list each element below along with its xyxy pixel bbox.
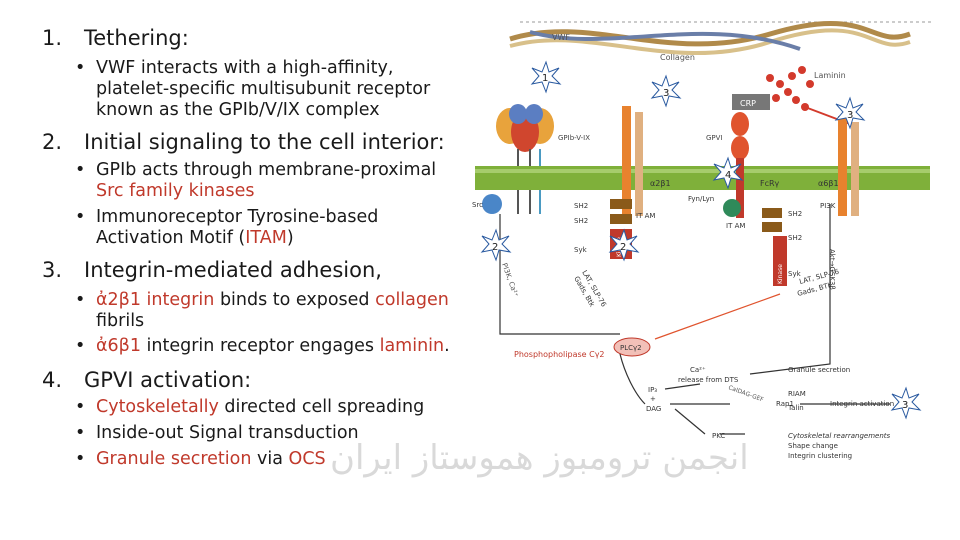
crp-label: CRP [740, 99, 756, 108]
svg-text:DAG: DAG [646, 405, 661, 413]
vwf-label: VWF [552, 33, 570, 42]
gpib-label: GPIb-V-IX [558, 134, 590, 142]
akt-label: Akt→GSK3β [828, 249, 836, 290]
a2b1-integrin [622, 106, 643, 216]
svg-text:SH2: SH2 [788, 210, 802, 218]
syk-right-label: Syk [788, 270, 802, 278]
svg-text:CalDAG-GEF: CalDAG-GEF [727, 384, 765, 403]
svg-text:4: 4 [725, 170, 731, 181]
fynlyn-label: Fyn/Lyn [688, 195, 714, 203]
svg-text:Ca²⁺: Ca²⁺ [690, 366, 706, 374]
collagen-fiber [509, 28, 911, 55]
svg-text:3: 3 [902, 400, 908, 411]
marker-star-6: 2 [608, 228, 640, 262]
gpvi-receptor [731, 112, 749, 218]
itam-right [762, 208, 787, 286]
section-2-heading: 2.Initial signaling to the cell interior… [42, 130, 445, 154]
plc-node [613, 337, 651, 357]
marker-star-5: 2 [480, 228, 512, 262]
laminin-label: Laminin [814, 71, 846, 80]
phospholipase-label: Phosphopholipase Cγ2 [514, 350, 605, 359]
vwf-fiber [529, 30, 801, 51]
svg-text:Cytoskeletal rearrangements: Cytoskeletal rearrangements [788, 432, 891, 440]
pi3k-label: PI3K [820, 202, 836, 210]
marker-star-4: 4 [712, 156, 744, 190]
marker-star-1: 1 [530, 60, 562, 94]
section-4-heading: 4.GPVI activation: [42, 368, 252, 392]
svg-text:1: 1 [542, 73, 548, 84]
itam-left-label: IT AM [636, 212, 655, 220]
svg-text:SH2: SH2 [574, 217, 588, 225]
a6b1-label: α6β1 [818, 179, 839, 188]
slide-text: 1.Tethering: • VWF interacts with a high… [42, 26, 450, 469]
signal-arrows [499, 204, 890, 435]
svg-text:3: 3 [847, 110, 853, 121]
watermark: انجمن ترومبوز هموستاز ایران [330, 438, 749, 478]
a2b1-label: α2β1 [650, 179, 671, 188]
marker-star-3: 3 [834, 96, 866, 130]
fynlyn-kinase [723, 199, 741, 217]
svg-text:2: 2 [620, 242, 626, 253]
platelet-signaling-diagram: VWF Collagen Laminin CRP GPIb-V-IX α2β1 … [472, 21, 932, 460]
release-label: release from DTS [678, 376, 739, 384]
svg-text:Rap1: Rap1 [776, 400, 794, 408]
src-kinase [482, 194, 502, 214]
svg-text:3: 3 [663, 88, 669, 99]
svg-text:Talin: Talin [787, 404, 804, 412]
section-3-heading: 3.Integrin-mediated adhesion, [42, 258, 382, 282]
svg-text:Kinase: Kinase [777, 264, 784, 284]
a6b1-integrin [838, 116, 859, 216]
svg-text:+: + [650, 395, 656, 403]
svg-text:PLCγ2: PLCγ2 [620, 344, 642, 352]
gpvi-label: GPVI [706, 134, 723, 142]
svg-text:IP₃: IP₃ [648, 386, 657, 394]
gpib-complex [496, 104, 554, 214]
crp-box [732, 94, 770, 110]
svg-text:SH2: SH2 [788, 234, 802, 242]
collagen-fiber [509, 21, 911, 47]
svg-text:2: 2 [492, 242, 498, 253]
svg-text:RIAM: RIAM [788, 390, 806, 398]
section-1-heading: 1.Tethering: [42, 26, 189, 50]
syk-left-label: Syk [574, 246, 588, 254]
svg-text:SH2: SH2 [574, 202, 588, 210]
integrin-activation-label: Integrin activation [830, 400, 894, 408]
svg-text:PI3K, Ca²⁺: PI3K, Ca²⁺ [500, 262, 520, 298]
marker-star-7: 3 [890, 386, 922, 420]
fcrg-label: FcRγ [760, 179, 780, 188]
marker-star-2: 3 [650, 74, 682, 108]
src-label: Src [472, 201, 483, 209]
laminin-chain [766, 66, 814, 111]
itam-right-label: IT AM [726, 222, 745, 230]
svg-text:Integrin clustering: Integrin clustering [788, 452, 852, 460]
pkc-label: PKC [712, 432, 725, 440]
svg-text:Shape change: Shape change [788, 442, 838, 450]
collagen-label: Collagen [660, 53, 695, 62]
granule-secretion-label: Granule secretion [788, 366, 850, 374]
